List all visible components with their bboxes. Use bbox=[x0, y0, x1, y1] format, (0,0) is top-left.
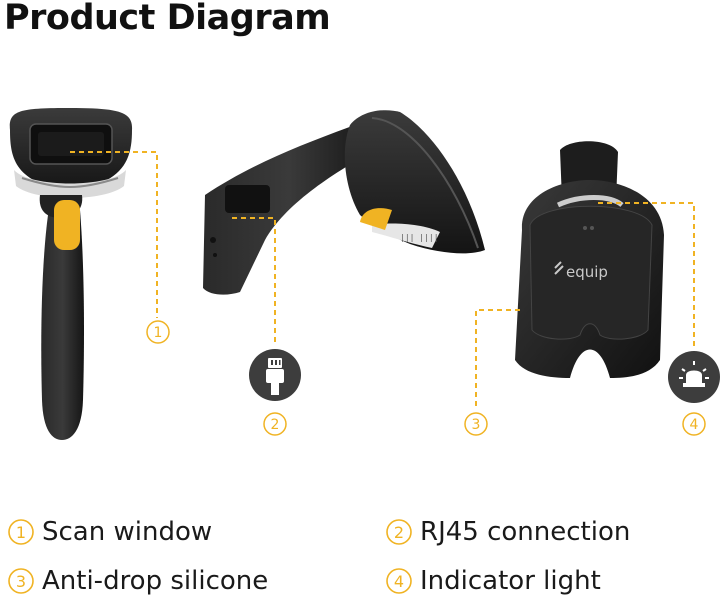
brand-logo: equip bbox=[566, 263, 608, 281]
page-title: Product Diagram bbox=[4, 0, 331, 38]
callout-3-marker: 3 bbox=[464, 412, 488, 436]
legend-item-rj45: 2 RJ45 connection bbox=[384, 517, 630, 547]
legend-number-3: 3 bbox=[6, 566, 36, 596]
legend-number-2: 2 bbox=[384, 517, 414, 547]
legend-label: Anti-drop silicone bbox=[42, 566, 269, 596]
callout-3-line bbox=[475, 309, 520, 410]
svg-text:1: 1 bbox=[16, 523, 26, 542]
legend-label: Indicator light bbox=[420, 566, 601, 596]
callout-4-line bbox=[598, 202, 695, 348]
callout-1-marker: 1 bbox=[146, 320, 170, 344]
legend-item-anti-drop: 3 Anti-drop silicone bbox=[6, 566, 268, 596]
legend-label: Scan window bbox=[42, 517, 213, 547]
scanner-front-view bbox=[9, 108, 133, 440]
callout-2-line bbox=[232, 217, 276, 345]
scanner-side-view: ||| |||| bbox=[203, 110, 485, 295]
svg-text:3: 3 bbox=[16, 572, 26, 591]
legend-number-1: 1 bbox=[6, 517, 36, 547]
trigger-button bbox=[54, 200, 80, 250]
callout-2-marker: 2 bbox=[263, 412, 287, 436]
svg-text:||| ||||: ||| |||| bbox=[400, 233, 439, 242]
callout-1-line bbox=[70, 151, 158, 318]
legend-number-4: 4 bbox=[384, 566, 414, 596]
scanner-cradle-view: equip bbox=[515, 141, 664, 378]
legend-item-indicator-light: 4 Indicator light bbox=[384, 566, 601, 596]
product-diagram: ||| |||| equip 1 2 bbox=[9, 108, 720, 440]
svg-text:2: 2 bbox=[394, 523, 404, 542]
indicator-light-icon bbox=[668, 351, 720, 403]
callout-4-marker: 4 bbox=[682, 412, 706, 436]
legend-item-scan-window: 1 Scan window bbox=[6, 517, 212, 547]
svg-text:2: 2 bbox=[271, 417, 280, 433]
svg-text:1: 1 bbox=[154, 325, 163, 341]
svg-text:3: 3 bbox=[472, 417, 481, 433]
svg-text:4: 4 bbox=[394, 572, 404, 591]
svg-text:4: 4 bbox=[690, 417, 699, 433]
rj45-port-icon bbox=[249, 349, 301, 401]
legend-label: RJ45 connection bbox=[420, 517, 631, 547]
